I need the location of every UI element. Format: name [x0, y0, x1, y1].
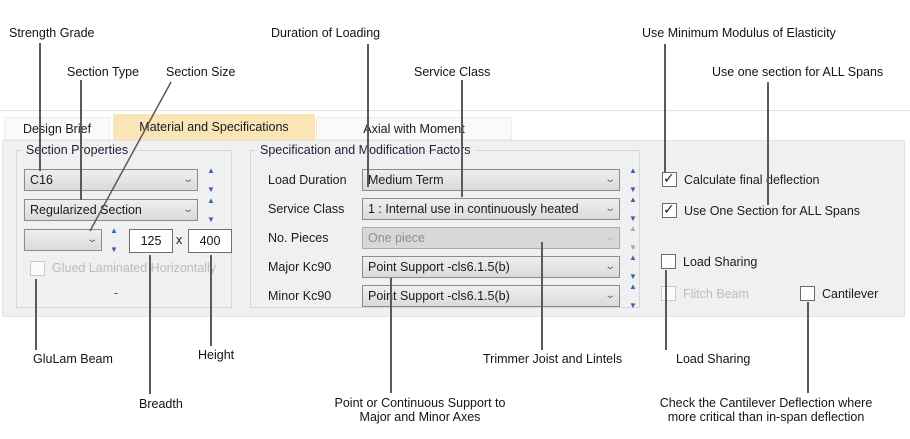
- glued-laminated-label: Glued Laminated Horizontally: [52, 261, 216, 275]
- no-pieces-label: No. Pieces: [268, 231, 329, 245]
- section-size-spinner[interactable]: ▲ ▼: [107, 227, 121, 254]
- callout-service-class: Service Class: [414, 65, 491, 79]
- callout-height: Height: [198, 348, 235, 362]
- minor-kc90-value: Point Support -cls6.1.5(b): [368, 289, 510, 303]
- no-pieces-combo: One piece ⌄: [362, 227, 620, 249]
- load-sharing-checkbox[interactable]: [661, 254, 676, 269]
- spinner-up-icon[interactable]: ▲: [629, 195, 637, 204]
- strength-grade-spinner[interactable]: ▲ ▼: [204, 167, 218, 194]
- callout-duration-of-loading: Duration of Loading: [271, 26, 381, 40]
- spec-factors-title: Specification and Modification Factors: [256, 143, 475, 157]
- times-label: x: [176, 233, 183, 247]
- service-class-spinner[interactable]: ▲ ▼: [626, 196, 640, 223]
- callout-cantilever-line1: Check the Cantilever Deflection where: [659, 396, 873, 410]
- callout-glulam-beam: GluLam Beam: [33, 352, 113, 366]
- section-type-spinner[interactable]: ▲ ▼: [204, 197, 218, 224]
- callout-strength-grade: Strength Grade: [9, 26, 95, 40]
- spinner-up-icon[interactable]: ▲: [629, 253, 637, 262]
- load-duration-spinner[interactable]: ▲ ▼: [626, 167, 640, 194]
- no-pieces-value: One piece: [368, 231, 425, 245]
- flitch-beam-checkbox: [661, 286, 676, 301]
- callout-use-min-modulus: Use Minimum Modulus of Elasticity: [642, 26, 836, 40]
- chevron-down-icon: ⌄: [603, 290, 616, 301]
- flitch-beam-label: Flitch Beam: [683, 287, 749, 301]
- callout-point-support-line2: Major and Minor Axes: [359, 410, 481, 424]
- spinner-down-icon[interactable]: ▼: [629, 214, 637, 223]
- spinner-down-icon[interactable]: ▼: [110, 245, 118, 254]
- section-size-combo[interactable]: ⌄: [24, 229, 102, 251]
- chevron-down-icon: ⌄: [85, 234, 98, 245]
- chevron-down-icon: ⌄: [603, 261, 616, 272]
- cantilever-label: Cantilever: [822, 287, 879, 301]
- callout-use-one-section: Use one section for ALL Spans: [712, 65, 884, 79]
- minor-kc90-spinner[interactable]: ▲ ▼: [626, 283, 640, 310]
- spinner-down-icon: ▼: [629, 243, 637, 252]
- tab-design-brief[interactable]: Design Brief: [4, 117, 110, 140]
- load-duration-value: Medium Term: [368, 173, 444, 187]
- spinner-down-icon[interactable]: ▼: [629, 301, 637, 310]
- load-duration-combo[interactable]: Medium Term ⌄: [362, 169, 620, 191]
- load-sharing-label: Load Sharing: [683, 255, 758, 269]
- spinner-down-icon[interactable]: ▼: [207, 185, 215, 194]
- major-kc90-value: Point Support -cls6.1.5(b): [368, 260, 510, 274]
- chevron-down-icon: ⌄: [603, 232, 616, 243]
- callout-breadth: Breadth: [139, 397, 183, 411]
- callout-load-sharing: Load Sharing: [676, 352, 751, 366]
- spinner-down-icon[interactable]: ▼: [207, 215, 215, 224]
- spinner-up-icon[interactable]: ▲: [629, 166, 637, 175]
- major-kc90-spinner[interactable]: ▲ ▼: [626, 254, 640, 281]
- callout-section-size: Section Size: [166, 65, 236, 79]
- service-class-label: Service Class: [268, 202, 345, 216]
- height-input[interactable]: [188, 229, 232, 253]
- strength-grade-value: C16: [30, 173, 53, 187]
- tabstrip-top-border: [0, 110, 910, 111]
- glued-laminated-checkbox[interactable]: [30, 261, 45, 276]
- spinner-up-icon[interactable]: ▲: [207, 196, 215, 205]
- load-duration-label: Load Duration: [268, 173, 347, 187]
- spinner-down-icon[interactable]: ▼: [629, 185, 637, 194]
- spinner-up-icon: ▲: [629, 224, 637, 233]
- callout-point-support-line1: Point or Continuous Support to: [334, 396, 506, 410]
- breadth-input[interactable]: [129, 229, 173, 253]
- minor-kc90-combo[interactable]: Point Support -cls6.1.5(b) ⌄: [362, 285, 620, 307]
- service-class-value: 1 : Internal use in continuously heated: [368, 202, 579, 216]
- spinner-up-icon[interactable]: ▲: [110, 226, 118, 235]
- callout-cantilever-note: Check the Cantilever Deflection where mo…: [640, 396, 892, 424]
- calculate-final-deflection-checkbox[interactable]: [662, 170, 677, 187]
- use-one-section-checkbox[interactable]: [662, 201, 677, 218]
- callout-point-support: Point or Continuous Support to Major and…: [320, 396, 520, 424]
- calculate-final-deflection-label: Calculate final deflection: [684, 173, 820, 187]
- callout-trimmer: Trimmer Joist and Lintels: [483, 352, 623, 366]
- chevron-down-icon: ⌄: [603, 174, 616, 185]
- section-type-combo[interactable]: Regularized Section ⌄: [24, 199, 198, 221]
- chevron-down-icon: ⌄: [181, 174, 194, 185]
- chevron-down-icon: ⌄: [181, 204, 194, 215]
- section-properties-title: Section Properties: [22, 143, 133, 157]
- cantilever-checkbox[interactable]: [800, 286, 815, 301]
- minor-kc90-label: Minor Kc90: [268, 289, 332, 303]
- section-type-value: Regularized Section: [30, 203, 142, 217]
- major-kc90-label: Major Kc90: [268, 260, 332, 274]
- callout-section-type: Section Type: [67, 65, 140, 79]
- tab-axial-with-moment[interactable]: Axial with Moment: [316, 117, 512, 140]
- chevron-down-icon: ⌄: [603, 203, 616, 214]
- callout-cantilever-line2: more critical than in-span deflection: [667, 410, 865, 424]
- spinner-up-icon[interactable]: ▲: [207, 166, 215, 175]
- dash-placeholder: -: [114, 285, 119, 300]
- spinner-down-icon[interactable]: ▼: [629, 272, 637, 281]
- use-one-section-label: Use One Section for ALL Spans: [684, 204, 861, 218]
- spinner-up-icon[interactable]: ▲: [629, 282, 637, 291]
- no-pieces-spinner: ▲ ▼: [626, 225, 640, 252]
- tab-material-and-specifications[interactable]: Material and Specifications: [113, 114, 315, 140]
- service-class-combo[interactable]: 1 : Internal use in continuously heated …: [362, 198, 620, 220]
- strength-grade-combo[interactable]: C16 ⌄: [24, 169, 198, 191]
- major-kc90-combo[interactable]: Point Support -cls6.1.5(b) ⌄: [362, 256, 620, 278]
